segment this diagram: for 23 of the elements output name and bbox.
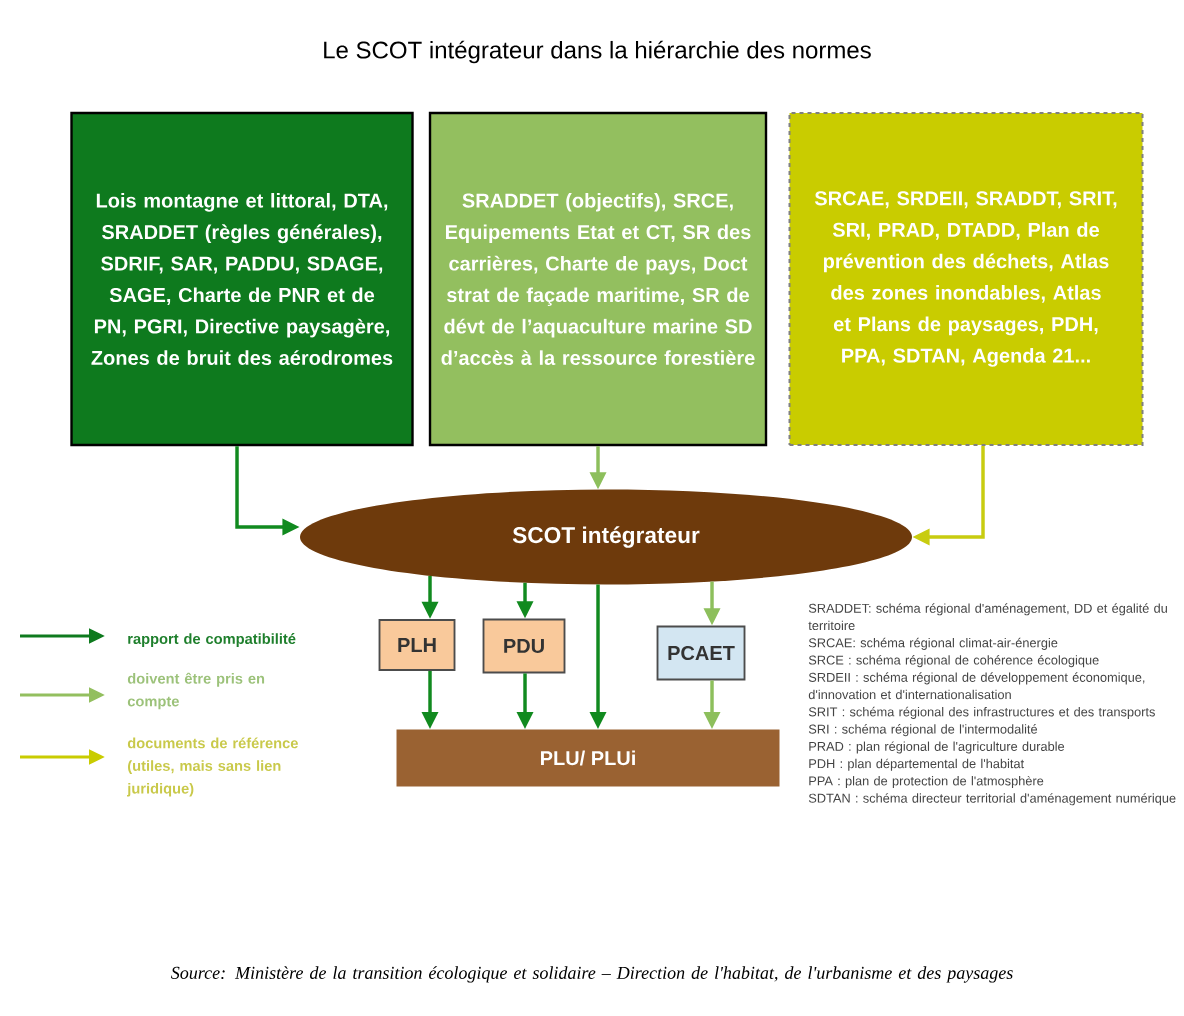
plan-box: PLH	[378, 619, 456, 671]
plan-box: PCAET	[656, 625, 746, 681]
label: SRADDET: schéma régional d'aménagement, DD et égalité du territoire	[808, 603, 1167, 631]
glossary-text: SRADDET: schéma régional d'aménagement, DD et égalité du territoire SRCAE: schéma régional climat-air-énergie SRCE : schéma régional de cohérence écologique SRDEII : schéma régional de développement économique, d'innovation et d'internationalisation SRIT : schéma régional des infrastructures et des transports SRI : schéma régional de l'intermodalité PRAD : plan régional de l'agriculture durable PDH : plan départemental de l'habitat PPA : plan de protection de l'atmosphère SDTAN : schéma directeur territorial d'aménagement numérique	[808, 603, 1176, 806]
label: SDTAN : schéma directeur territorial d'aménagement numérique	[808, 793, 1176, 806]
plu-bar: PLU/ PLUi	[396, 729, 780, 787]
label: PDH : plan départemental de l'habitat	[809, 758, 1025, 771]
document-box: Lois montagne et littoral, DTA, SRADDET (règles générales), SDRIF, SAR, PADDU, SDAGE, SAGE, Charte de PNR et de PN, PGRI, Directive paysagère, Zones de bruit des aérodromes	[70, 111, 414, 447]
document-box: SRCAE, SRDEII, SRADDT, SRIT, SRI, PRAD, DTADD, Plan de prévention des déchets, Atlas des zones inondables, Atlas et Plans de paysages, PDH, PPA, SDTAN, Agenda 21...	[788, 112, 1144, 446]
plan-box: PDU	[482, 618, 566, 674]
label: SRI : schéma régional de l'intermodalité	[808, 724, 1038, 737]
label: SRCAE: schéma régional climat-air-énergie	[808, 637, 1058, 650]
legend-text: rapport de compatibilité	[128, 633, 296, 647]
legend-text: documents de référence (utiles, mais sans lien juridique)	[127, 737, 298, 797]
legend-text: doivent être pris en compte	[127, 672, 265, 710]
label: SRDEII : schéma régional de développement économique, d'innovation et d'internationalisation	[808, 672, 1145, 700]
document-box: SRADDET (objectifs), SRCE, Equipements Etat et CT, SR des carrières, Charte de pays, Doct strat de façade maritime, SR de dévt de l’aquaculture marine SD d’accès à la ressource forestière	[428, 111, 768, 447]
label: PPA : plan de protection de l'atmosphère	[809, 775, 1044, 789]
title: Le SCOT intégrateur dans la hiérarchie des normes	[324, 40, 871, 64]
label: SRCE : schéma régional de cohérence écologique	[808, 655, 1099, 668]
source-caption: Source: Ministère de la transition écologique et solidaire – Direction de l'habitat, de l'urbanisme et des paysages	[171, 966, 1013, 983]
label: PRAD : plan régional de l'agriculture durable	[809, 741, 1065, 754]
label: SRIT : schéma régional des infrastructures et des transports	[808, 706, 1155, 719]
